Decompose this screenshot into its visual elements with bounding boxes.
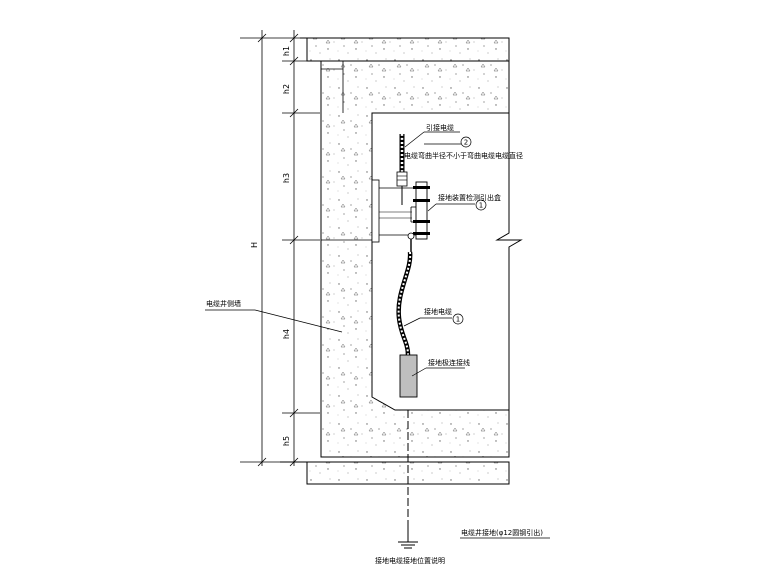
shaft-wall (320, 60, 510, 458)
top-slab (300, 37, 510, 62)
label-test-box: 接地装置检测引出盒 (438, 193, 501, 202)
lower-cable (396, 251, 413, 356)
break-line (495, 113, 523, 410)
label-shaft-wall: 电缆井侧墙 (206, 299, 241, 308)
callout-1-cable: 1 (456, 316, 460, 324)
callout-1-box: 1 (479, 202, 483, 210)
dim-h3: h3 (282, 173, 291, 183)
label-ground-note: 接地电缆接地位置说明 (375, 556, 445, 565)
drawing-title: 电缆井接地(φ12圆钢引出) (461, 528, 543, 537)
dim-h4: h4 (282, 329, 291, 339)
dim-h2: h2 (282, 84, 291, 94)
bottom-slab (280, 461, 510, 485)
label-lower-cable: 接地电缆 (424, 307, 452, 316)
label-upper-cable: 引接电缆 (426, 123, 454, 132)
dim-H: H (250, 242, 259, 248)
dimension-chain (240, 30, 320, 467)
upper-cable (396, 134, 408, 205)
dim-h1: h1 (282, 46, 291, 56)
label-electrode: 接地极连接线 (428, 358, 470, 367)
leader-test-box (427, 199, 487, 212)
callout-2: 2 (464, 139, 468, 147)
grounding-electrode (399, 354, 418, 398)
dim-h5: h5 (282, 436, 291, 446)
leader-electrode (411, 367, 465, 377)
leader-shaft-wall (205, 309, 343, 333)
label-cable-note: 电缆弯曲半径不小于弯曲电缆电缆直径 (404, 151, 523, 160)
leader-upper-cable (404, 131, 472, 148)
ground-symbol-icon (398, 541, 418, 549)
test-box (371, 179, 430, 252)
leader-lower-cable (403, 313, 464, 327)
